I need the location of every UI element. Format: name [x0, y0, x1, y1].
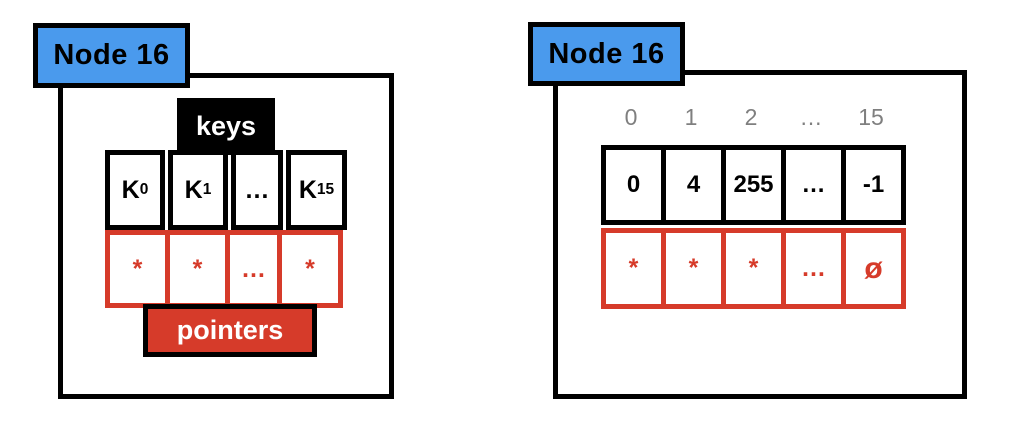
- index-label: 15: [858, 104, 884, 130]
- index-label: 2: [744, 104, 758, 130]
- left-node-title: Node 16: [33, 23, 190, 88]
- right-pointers-row: ***…ø: [601, 228, 906, 309]
- pointers-label: pointers: [143, 304, 317, 357]
- key-cell: 0: [601, 145, 666, 225]
- pointer-cell: *: [165, 230, 230, 308]
- pointer-cell: ø: [841, 228, 906, 309]
- index-label: …: [799, 104, 823, 130]
- right-node-title: Node 16: [528, 22, 685, 86]
- pointer-cell: …: [225, 230, 282, 308]
- index-label: 1: [684, 104, 698, 130]
- key-cell: 255: [721, 145, 786, 225]
- key-cell: …: [231, 150, 283, 230]
- key-cell: 4: [661, 145, 726, 225]
- right-index-labels-row: 0 1 2 … 15: [601, 104, 901, 131]
- pointer-cell: *: [277, 230, 343, 308]
- left-pointers-row: **…*: [105, 230, 343, 308]
- key-cell: -1: [841, 145, 906, 225]
- pointer-cell: …: [781, 228, 846, 309]
- pointer-cell: *: [105, 230, 170, 308]
- pointer-cell: *: [721, 228, 786, 309]
- index-label: 0: [624, 104, 638, 130]
- pointer-cell: *: [601, 228, 666, 309]
- keys-label: keys: [177, 98, 275, 155]
- pointer-cell: *: [661, 228, 726, 309]
- key-cell: …: [781, 145, 846, 225]
